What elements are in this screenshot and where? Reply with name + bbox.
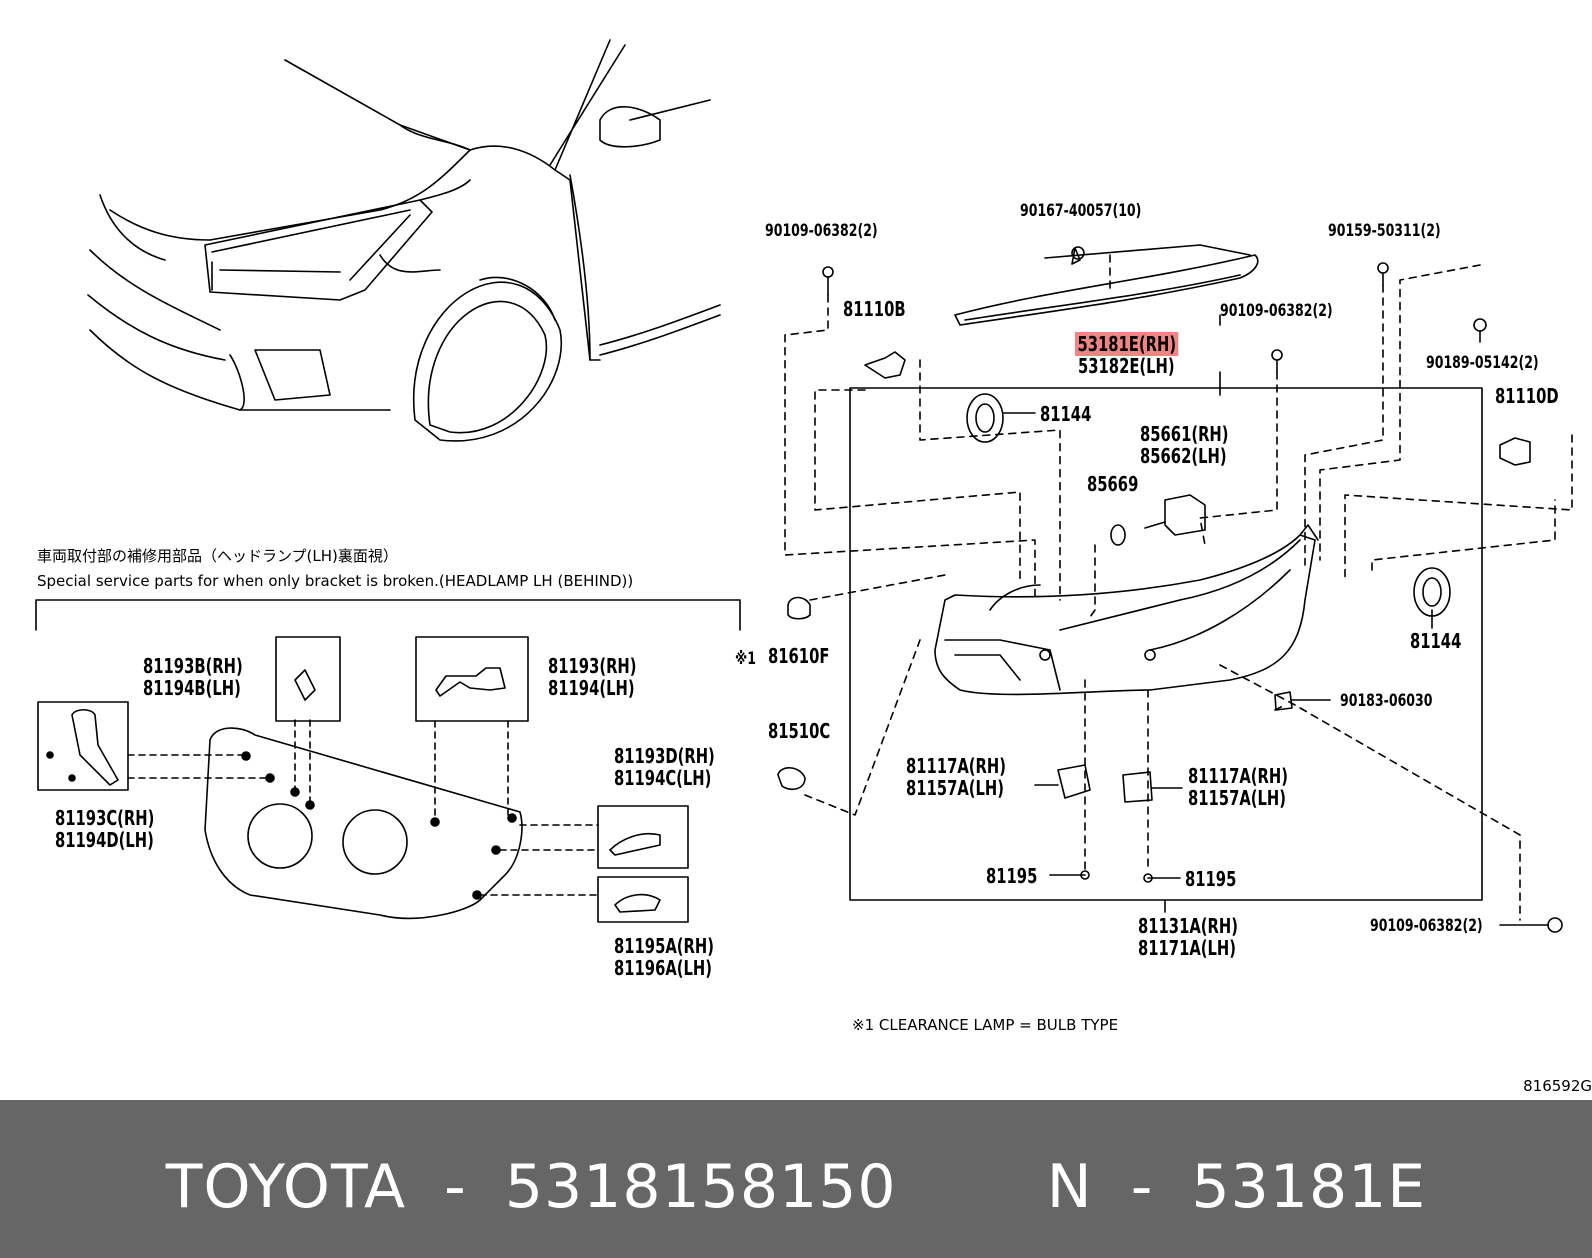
label-81117a-right: 81117A(RH) (1188, 764, 1288, 788)
label-90109-top: 90109-06382(2) (765, 221, 878, 241)
label-81193c: 81193C(RH) (55, 806, 155, 830)
label-81144-right: 81144 (1410, 629, 1462, 653)
label-81195a: 81195A(RH) (614, 934, 714, 958)
label-81194: 81194(LH) (548, 676, 635, 700)
label-81193: 81193(RH) (548, 654, 637, 678)
label-90109-mid: 90109-06382(2) (1220, 301, 1333, 321)
footer-bar (0, 1100, 1592, 1258)
bracket-leader-lines (127, 719, 599, 896)
bracket-section (35, 599, 741, 923)
footer-position: N (1046, 1152, 1093, 1222)
bracket-fastener-dots (46, 751, 517, 900)
label-85662: 85662(LH) (1140, 444, 1227, 468)
label-90183: 90183-06030 (1340, 691, 1433, 711)
label-85661: 85661(RH) (1140, 422, 1229, 446)
label-81194c: 81194C(LH) (614, 766, 712, 790)
label-81144-top: 81144 (1040, 402, 1092, 426)
footer-sep2: - (1130, 1152, 1154, 1222)
caption-jp: 車両取付部の補修用部品（ヘッドランプ(LH)裏面視） (37, 547, 398, 565)
label-90159: 90159-50311(2) (1328, 221, 1441, 241)
footer-ref: 53181E (1191, 1152, 1427, 1222)
label-81195-left: 81195 (986, 864, 1038, 888)
label-81157a-left: 81157A(LH) (906, 776, 1004, 800)
footer-sep1: - (444, 1152, 467, 1222)
label-90109-bottom: 90109-06382(2) (1370, 916, 1483, 936)
label-81131a: 81131A(RH) (1138, 914, 1238, 938)
label-81195-right: 81195 (1185, 867, 1237, 891)
label-81193b: 81193B(RH) (143, 654, 243, 678)
highlight-53181e: 53181E(RH) (1075, 332, 1179, 356)
label-90167: 90167-40057(10) (1020, 201, 1142, 221)
label-81117a-left: 81117A(RH) (906, 754, 1006, 778)
label-81610f: 81610F (768, 644, 830, 668)
label-81194d: 81194D(LH) (55, 828, 154, 852)
label-81196a: 81196A(LH) (614, 956, 712, 980)
label-81194b: 81194B(LH) (143, 676, 241, 700)
label-81171a: 81171A(LH) (1138, 936, 1236, 960)
label-81110b: 81110B (843, 297, 906, 321)
label-85669: 85669 (1087, 472, 1139, 496)
footer-part-number: 5318158150 (504, 1152, 897, 1222)
label-81193d: 81193D(RH) (614, 744, 715, 768)
vehicle-illustration (87, 39, 721, 442)
solid-leaders (1002, 314, 1549, 926)
label-81157a-right: 81157A(LH) (1188, 786, 1286, 810)
label-53182e: 53182E(LH) (1078, 354, 1175, 378)
label-81110d: 81110D (1495, 384, 1559, 408)
label-53181e: 53181E(RH) (1075, 332, 1179, 356)
footer-text: TOYOTA - 5318158150 N - 53181E (0, 1152, 1592, 1222)
note-marker: ※1 (735, 649, 756, 669)
headlamp-leader-lines (784, 254, 1573, 921)
clearance-lamp-note: ※1 CLEARANCE LAMP = BULB TYPE (852, 1016, 1119, 1034)
headlamp-assembly (777, 244, 1563, 933)
drawing-id: 816592G (1523, 1077, 1592, 1095)
label-90189: 90189-05142(2) (1426, 353, 1539, 373)
label-81510c: 81510C (768, 719, 831, 743)
footer-brand: TOYOTA (165, 1152, 407, 1222)
caption-en: Special service parts for when only brac… (37, 572, 634, 590)
